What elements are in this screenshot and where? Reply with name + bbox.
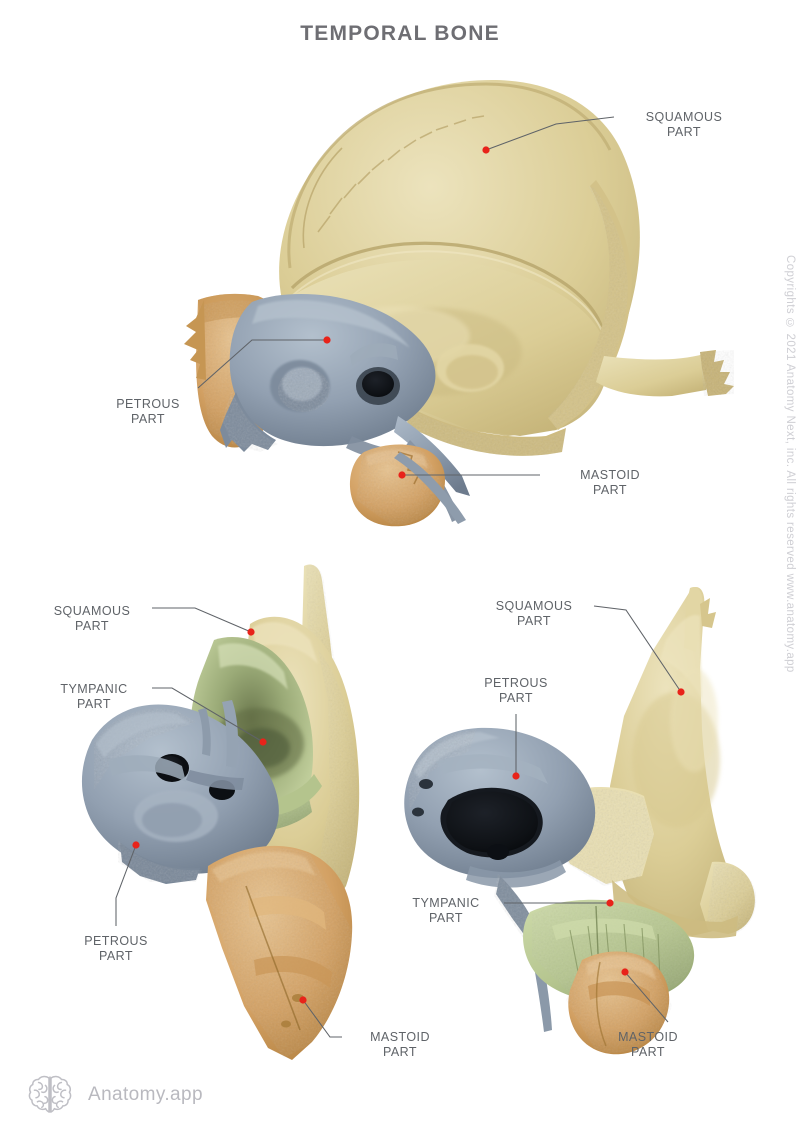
bl-zygomatic-spike <box>302 564 348 740</box>
top-zygomatic-process <box>596 354 712 397</box>
leader-bl-petrous <box>115 841 140 926</box>
top-mastoid-process <box>349 444 446 527</box>
bl-tympanic-bowl <box>189 637 313 831</box>
label-tympanic-part-bottom-left: TYMPANIC PART <box>60 682 128 711</box>
brand-name: Anatomy.app <box>88 1084 203 1105</box>
label-squamous-part-bottom-right: SQUAMOUS PART <box>495 599 573 628</box>
marker-top-squamous <box>482 146 490 154</box>
br-petrous-body <box>404 727 596 879</box>
br-styloid-process <box>528 932 552 1032</box>
marker-br-squamous <box>677 688 685 696</box>
footer-brand: Anatomy.app <box>26 1073 203 1117</box>
leader-br-squamous <box>593 605 685 696</box>
leader-top-squamous <box>482 116 615 154</box>
leader-br-mastoid <box>621 968 669 1023</box>
label-mastoid-part-top: MASTOID PART <box>580 468 640 497</box>
label-petrous-part-bottom-left: PETROUS PART <box>84 934 148 963</box>
marker-bl-squamous <box>247 628 255 636</box>
label-mastoid-part-bottom-right: MASTOID PART <box>618 1030 678 1059</box>
top-styloid-process <box>394 416 470 496</box>
label-tympanic-part-bottom-right: TYMPANIC PART <box>412 896 480 925</box>
leader-top-petrous <box>197 336 331 389</box>
leader-bl-tympanic <box>152 687 267 746</box>
bl-styloid-spike-a <box>222 700 239 768</box>
bl-squamous-plate <box>240 616 360 910</box>
figure-top-artwork <box>184 80 734 527</box>
marker-br-tympanic <box>606 899 614 907</box>
marker-top-mastoid <box>398 471 406 479</box>
label-petrous-part-top: PETROUS PART <box>116 397 180 426</box>
marker-br-petrous <box>512 772 520 780</box>
page-title: TEMPORAL BONE <box>300 22 500 45</box>
marker-top-petrous <box>323 336 331 344</box>
label-squamous-part-top: SQUAMOUS PART <box>645 110 723 139</box>
leader-bl-squamous <box>152 607 255 636</box>
marker-br-mastoid <box>621 968 629 976</box>
marker-bl-tympanic <box>259 738 267 746</box>
label-squamous-part-bottom-left: SQUAMOUS PART <box>53 604 131 633</box>
bl-petrous-body <box>81 704 279 874</box>
bl-mastoid-body <box>206 845 353 1060</box>
leader-top-mastoid <box>398 471 540 479</box>
label-mastoid-part-bottom-left: MASTOID PART <box>370 1030 430 1059</box>
copyright-watermark: Copyrights © 2021 Anatomy Next, inc. All… <box>784 255 796 673</box>
marker-bl-petrous <box>132 841 140 849</box>
label-petrous-part-bottom-right: PETROUS PART <box>484 676 548 705</box>
top-petrous-body <box>229 294 436 447</box>
leader-br-petrous <box>512 714 520 780</box>
leader-br-tympanic <box>504 899 614 907</box>
bl-styloid-spike-b <box>198 708 211 756</box>
br-squamous-plate <box>610 586 744 936</box>
br-tympanic-plate <box>523 899 695 1003</box>
figure-bottom-right-artwork <box>404 586 757 1055</box>
br-spongy-bone <box>550 787 654 884</box>
top-mastoid-upper <box>196 293 286 448</box>
brain-icon <box>28 1075 72 1113</box>
leader-bl-mastoid <box>299 996 342 1038</box>
figure-bottom-left-artwork <box>81 564 360 1060</box>
top-squamous-plate <box>279 80 640 436</box>
marker-bl-mastoid <box>299 996 307 1004</box>
